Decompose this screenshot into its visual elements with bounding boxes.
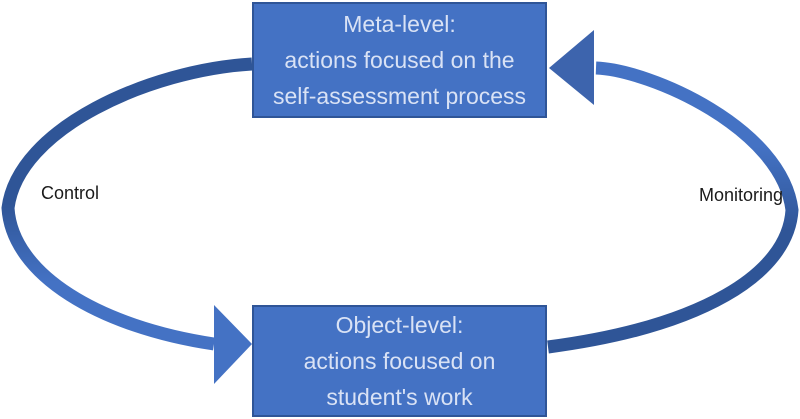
- meta-level-line-1: Meta-level:: [343, 11, 456, 37]
- meta-level-line-2: actions focused on the: [284, 47, 515, 73]
- monitoring-arrowhead-icon: [549, 30, 594, 105]
- object-level-line-3: student's work: [326, 384, 473, 410]
- object-level-line-1: Object-level:: [335, 312, 464, 338]
- monitoring-arrow-curve: [547, 61, 799, 354]
- control-arrow-curve: [1, 57, 253, 351]
- meta-level-line-3: self-assessment process: [272, 83, 527, 109]
- object-level-box: Object-level: actions focused on student…: [252, 305, 547, 417]
- monitoring-label: Monitoring: [699, 185, 784, 205]
- control-arrowhead-icon: [214, 305, 252, 384]
- meta-level-box: Meta-level: actions focused on the self-…: [252, 2, 547, 118]
- control-label: Control: [41, 183, 100, 203]
- object-level-line-2: actions focused on: [303, 348, 496, 374]
